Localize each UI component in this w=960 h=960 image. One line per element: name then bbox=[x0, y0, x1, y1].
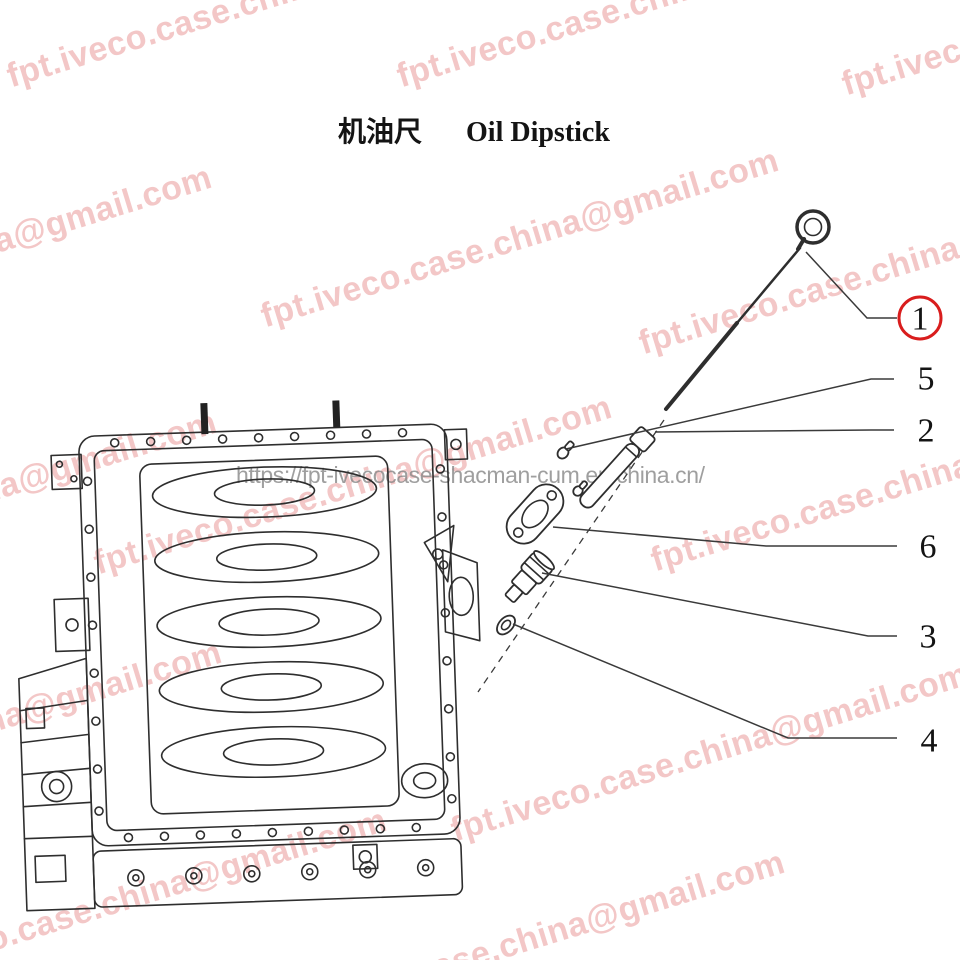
page-title-en: Oil Dipstick bbox=[466, 117, 610, 148]
page-title-zh: 机油尺 bbox=[338, 117, 423, 148]
part-dipstick bbox=[664, 209, 831, 411]
leader-line-1 bbox=[805, 251, 897, 319]
oil-pan-drawing bbox=[18, 400, 481, 912]
callout-number-4: 4 bbox=[921, 723, 938, 760]
callout-number-5: 5 bbox=[918, 361, 935, 398]
part-seal-washer bbox=[496, 614, 516, 636]
callout-number-1: 1 bbox=[912, 301, 929, 338]
leader-line-2 bbox=[654, 429, 894, 433]
part-flange-gasket bbox=[505, 483, 565, 545]
part-bolt bbox=[572, 480, 588, 497]
part-bolt bbox=[556, 440, 575, 460]
callout-number-6: 6 bbox=[920, 529, 937, 566]
leader-line-3 bbox=[541, 572, 897, 637]
part-dipstick-tube bbox=[579, 426, 656, 509]
page-title: 机油尺 Oil Dipstick bbox=[338, 110, 610, 150]
callout-number-3: 3 bbox=[920, 619, 937, 656]
leader-line-6 bbox=[552, 526, 897, 547]
callout-highlight-circle bbox=[897, 295, 943, 341]
part-connector-fitting bbox=[504, 550, 555, 603]
leader-line-4 bbox=[512, 623, 897, 739]
assembly-centerline bbox=[477, 419, 665, 693]
callout-number-2: 2 bbox=[918, 413, 935, 450]
callouts: 1 5 2 6 3 4 bbox=[897, 295, 943, 760]
leader-lines bbox=[512, 251, 897, 739]
dipstick-drawing bbox=[477, 209, 831, 693]
leader-line-5 bbox=[565, 378, 894, 450]
